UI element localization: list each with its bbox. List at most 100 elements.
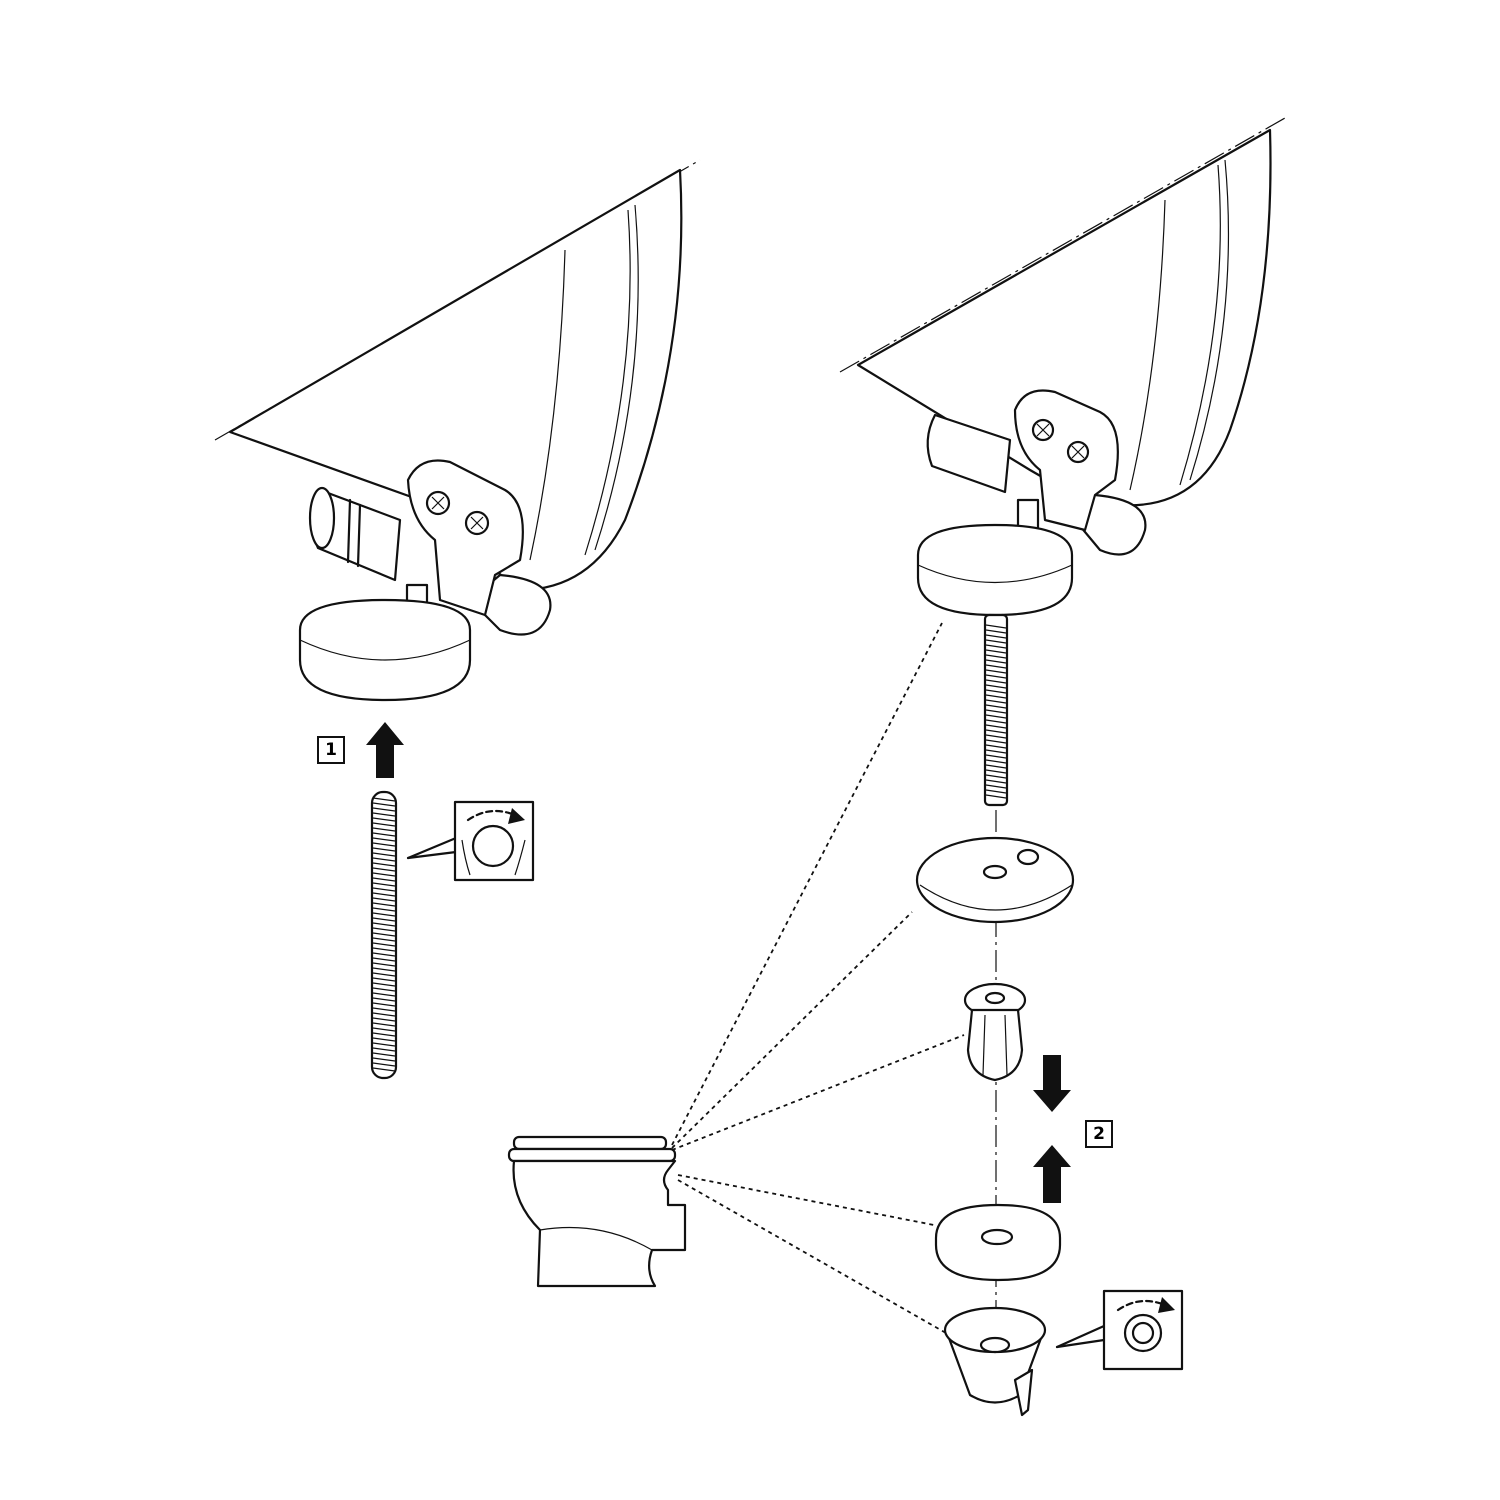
thread-line [372,977,396,982]
thread-line [372,1067,396,1072]
thread-line [372,987,396,992]
thread-line [372,997,396,1002]
thread-line [372,947,396,952]
thread-line [372,972,396,977]
thread-line [985,704,1007,709]
thread-line [372,912,396,917]
thread-line [372,1037,396,1042]
thread-line [985,644,1007,649]
thread-line [985,784,1007,789]
thread-line [372,802,396,807]
thread-line [372,957,396,962]
thread-line [372,1002,396,1007]
thread-line [372,982,396,987]
thread-line [372,1027,396,1032]
thread-line [372,1052,396,1057]
thread-line [372,827,396,832]
thread-line [372,1022,396,1027]
toilet-bowl [507,1135,687,1288]
thread-line [985,634,1007,639]
thread-line [372,842,396,847]
thread-line [372,907,396,912]
thread-line [372,812,396,817]
thread-line [372,847,396,852]
thread-line [985,719,1007,724]
reference-lines [671,622,965,1334]
thread-line [985,624,1007,629]
thread-line [372,927,396,932]
thread-line [372,992,396,997]
thread-line [372,1032,396,1037]
hand-rotate-icon [1102,1289,1184,1371]
thread-line [372,962,396,967]
thread-line [372,1062,396,1067]
thread-line [372,892,396,897]
thread-line [372,932,396,937]
thread-line [372,837,396,842]
thread-line [372,1012,396,1017]
thread-line [985,709,1007,714]
step-label-1: 1 [317,736,345,764]
thread-line [372,857,396,862]
thread-line [985,749,1007,754]
thread-line [372,952,396,957]
thread-line [985,759,1007,764]
thread-line [372,852,396,857]
thread-line [985,649,1007,654]
thread-line [372,942,396,947]
thread-line [372,967,396,972]
thread-line [372,917,396,922]
thread-line [372,937,396,942]
thread-line [985,629,1007,634]
thread-line [372,902,396,907]
thread-line [985,734,1007,739]
thread-line [372,797,396,802]
thread-line [985,794,1007,799]
thread-line [372,897,396,902]
thread-line [372,832,396,837]
threaded-rod [370,790,398,1080]
thread-line [985,639,1007,644]
thread-line [985,679,1007,684]
thread-line [985,744,1007,749]
thread-line [372,922,396,927]
thread-line [372,822,396,827]
thread-line [372,877,396,882]
thread-line [985,774,1007,779]
thread-line [985,659,1007,664]
hand-rotate-icon [453,800,535,882]
thread-line [372,1047,396,1052]
thread-line [985,684,1007,689]
thread-line [372,1007,396,1012]
thread-line [985,669,1007,674]
thread-line [372,882,396,887]
arrow-up-icon [1033,1145,1071,1203]
thread-line [985,674,1007,679]
thread-line [985,654,1007,659]
step-label-2: 2 [1085,1120,1113,1148]
thread-line [985,694,1007,699]
right-hinge-assembly [839,117,1286,1417]
thread-line [985,714,1007,719]
thread-line [372,1042,396,1047]
thread-line [985,724,1007,729]
thread-line [985,739,1007,744]
thread-line [372,1057,396,1062]
thread-line [985,764,1007,769]
left-hinge-assembly [214,159,701,1080]
thread-line [372,807,396,812]
thread-line [985,729,1007,734]
thread-line [372,817,396,822]
thread-line [985,769,1007,774]
thread-line [372,872,396,877]
thread-line [985,779,1007,784]
thread-line [372,862,396,867]
thread-line [985,664,1007,669]
thread-line [985,689,1007,694]
arrow-down-icon [1033,1055,1071,1112]
thread-line [372,1017,396,1022]
thread-line [985,789,1007,794]
arrow-up-icon [366,722,404,778]
thread-line [372,867,396,872]
